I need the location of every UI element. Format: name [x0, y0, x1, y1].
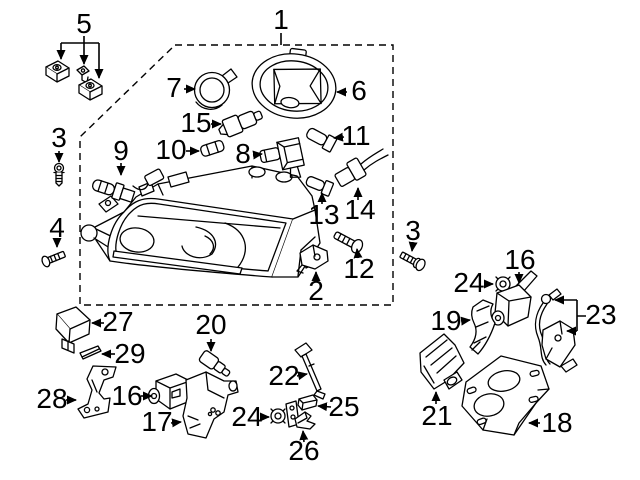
- callout-11[interactable]: 11: [341, 120, 371, 151]
- part-4-bolt: [41, 250, 66, 268]
- part-20-bulb-socket: [198, 350, 231, 377]
- callout-28[interactable]: 28: [36, 383, 68, 414]
- part-19-bracket: [469, 299, 496, 355]
- callout-29[interactable]: 29: [114, 338, 146, 369]
- part-11-bulb: [306, 127, 338, 153]
- part-16-leveling-motor-right: [491, 270, 538, 327]
- part-12-screw: [333, 231, 364, 254]
- callout-14[interactable]: 14: [344, 194, 376, 225]
- part-27-control-module: [55, 306, 91, 354]
- part-22-retaining-pin: [294, 342, 326, 400]
- callout-24b[interactable]: 24: [453, 267, 485, 298]
- callout-17[interactable]: 17: [141, 406, 173, 437]
- part-25-clip: [297, 394, 318, 411]
- part-7-sealing-cap: [193, 68, 238, 110]
- part-9-bulb: [91, 168, 165, 203]
- part-24-nut-right: [495, 276, 511, 292]
- callout-3b[interactable]: 3: [405, 215, 421, 246]
- callout-3a[interactable]: 3: [51, 122, 67, 153]
- callout-6[interactable]: 6: [351, 75, 367, 106]
- part-3-screw-left: [53, 162, 65, 187]
- callout-10[interactable]: 10: [155, 134, 187, 165]
- callout-1[interactable]: 1: [273, 4, 289, 35]
- callout-16b[interactable]: 16: [504, 244, 536, 275]
- callout-20[interactable]: 20: [195, 309, 227, 340]
- part-1-headlamp-assembly-drawing: [80, 165, 321, 278]
- part-26-clip-bracket: [285, 400, 316, 430]
- part-18-adapter-plate: [461, 355, 550, 436]
- part-14-bulb-socket: [334, 148, 389, 187]
- callout-2[interactable]: 2: [308, 275, 324, 306]
- part-29-pad: [79, 345, 102, 360]
- leader-lines: [52, 33, 586, 443]
- part-17-mounting-bracket: [182, 371, 239, 439]
- callout-5[interactable]: 5: [76, 8, 92, 39]
- callout-9[interactable]: 9: [113, 135, 129, 166]
- callout-22[interactable]: 22: [268, 360, 300, 391]
- callout-12[interactable]: 12: [343, 253, 375, 284]
- callout-8[interactable]: 8: [235, 138, 251, 169]
- callout-16a[interactable]: 16: [111, 380, 143, 411]
- callout-19[interactable]: 19: [430, 305, 462, 336]
- part-6-trim-ring: [251, 47, 337, 119]
- part-8-bulb: [259, 137, 305, 178]
- callout-21[interactable]: 21: [421, 400, 453, 431]
- callout-4[interactable]: 4: [49, 212, 65, 243]
- part-3-bolt-right: [399, 251, 426, 272]
- callout-18[interactable]: 18: [541, 407, 573, 438]
- part-28-bracket: [77, 365, 117, 419]
- assembly-boundary-box: [79, 44, 394, 306]
- callout-7[interactable]: 7: [166, 72, 182, 103]
- callout-24a[interactable]: 24: [231, 401, 263, 432]
- part-5-retaining-clips: [45, 60, 103, 101]
- part-21-air-duct: [419, 333, 465, 390]
- part-24-nut-left: [270, 408, 286, 424]
- part-15-bulb: [218, 110, 263, 138]
- callout-15[interactable]: 15: [180, 107, 212, 138]
- part-16-leveling-motor-left: [147, 373, 191, 410]
- callout-23[interactable]: 23: [585, 299, 617, 330]
- callout-26[interactable]: 26: [288, 435, 320, 466]
- callout-25[interactable]: 25: [328, 391, 360, 422]
- part-2-bracket: [296, 244, 329, 274]
- callout-13[interactable]: 13: [308, 199, 340, 230]
- part-10-bulb: [200, 139, 225, 157]
- callout-27[interactable]: 27: [102, 306, 134, 337]
